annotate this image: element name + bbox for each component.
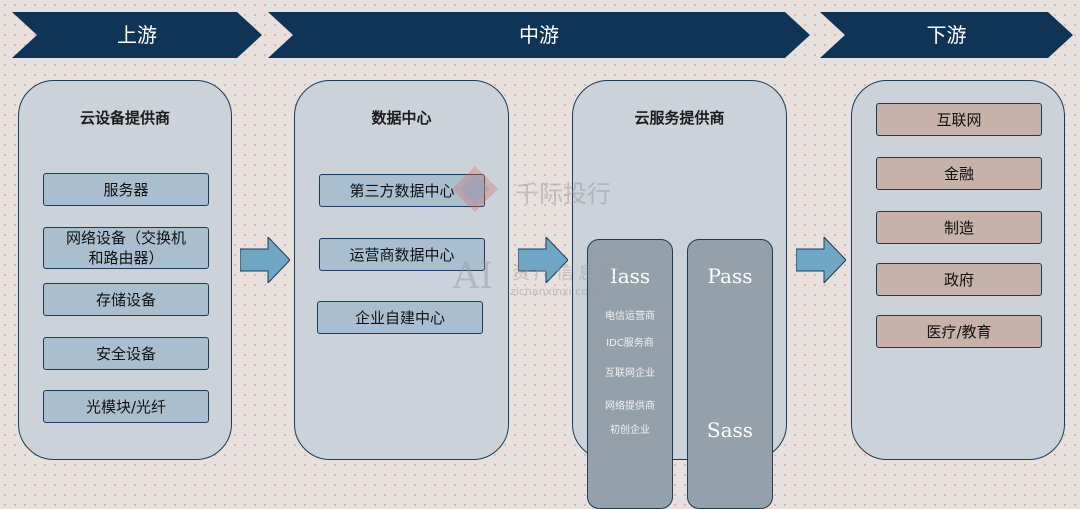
equipment-item-server: 服务器	[43, 173, 209, 206]
data-center-title: 数据中心	[371, 109, 432, 127]
upstream-label: 上游	[117, 23, 157, 47]
midstream-banner: 中游	[268, 12, 810, 58]
downstream-label: 下游	[926, 23, 967, 47]
equipment-item-network: 网络设备（交换机 和路由器）	[43, 227, 209, 269]
downstream-item-internet: 互联网	[876, 103, 1042, 136]
equipment-item-optical: 光模块/光纤	[43, 390, 209, 423]
datacenter-item-third-party: 第三方数据中心	[319, 174, 485, 207]
downstream-panel: 互联网 金融 制造 政府 医疗/教育	[851, 80, 1065, 460]
midstream-label: 中游	[519, 23, 559, 47]
cloud-equipment-panel: 云设备提供商 服务器 网络设备（交换机 和路由器） 存储设备 安全设备 光模块/…	[18, 80, 232, 460]
flow-arrow-3	[796, 237, 846, 283]
equipment-item-security: 安全设备	[43, 337, 209, 370]
iaas-line-2: IDC服务商	[606, 338, 654, 349]
downstream-item-health-education: 医疗/教育	[876, 315, 1042, 348]
upstream-banner: 上游	[12, 12, 262, 58]
datacenter-item-operator: 运营商数据中心	[319, 238, 485, 271]
downstream-item-finance: 金融	[876, 157, 1042, 190]
flow-arrow-1	[240, 237, 290, 283]
downstream-item-government: 政府	[876, 263, 1042, 296]
downstream-banner-shape	[820, 12, 1073, 58]
saas-label: Sass	[706, 418, 754, 442]
equipment-item-storage: 存储设备	[43, 283, 209, 316]
upstream-banner-shape	[12, 12, 262, 58]
downstream-banner: 下游	[820, 12, 1073, 58]
iaas-line-1: 电信运营商	[605, 311, 655, 322]
watermark-logo-icon	[452, 166, 498, 212]
datacenter-item-enterprise: 企业自建中心	[317, 301, 483, 334]
paas-saas-column: Pass Sass	[687, 239, 773, 509]
paas-label: Pass	[707, 264, 753, 288]
iaas-label: Iass	[609, 264, 651, 288]
iaas-line-5: 初创企业	[610, 425, 650, 436]
watermark-site: 资产信息网	[512, 263, 622, 284]
watermark-brand: 千际投行	[515, 180, 611, 208]
midstream-banner-shape	[268, 12, 810, 58]
flow-arrow-2	[518, 237, 568, 283]
cloud-service-title: 云服务提供商	[634, 109, 725, 127]
iaas-column: Iass 电信运营商 IDC服务商 互联网企业 网络提供商 初创企业	[587, 239, 673, 509]
cloud-service-panel: 云服务提供商 Iass 电信运营商 IDC服务商 互联网企业 网络提供商 初创企…	[572, 80, 787, 509]
iaas-line-3: 互联网企业	[605, 368, 655, 379]
data-center-panel: 数据中心 第三方数据中心 运营商数据中心 企业自建中心	[294, 80, 509, 460]
watermark-url: zichanxinxi.com	[510, 285, 599, 298]
watermark-ai: AI	[453, 256, 494, 297]
downstream-item-manufacturing: 制造	[876, 211, 1042, 244]
cloud-equipment-title: 云设备提供商	[79, 109, 170, 127]
iaas-line-4: 网络提供商	[605, 401, 655, 412]
